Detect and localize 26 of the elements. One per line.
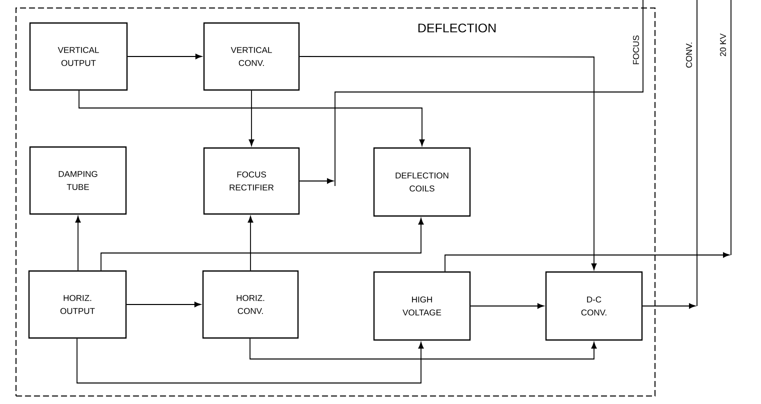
block-box: VERTICAL CONV. <box>203 22 300 91</box>
block-box: DEFLECTION COILS <box>373 147 471 217</box>
block-box: HIGH VOLTAGE <box>373 271 471 341</box>
arrow <box>250 338 597 360</box>
arrow <box>248 216 254 271</box>
arrow <box>642 303 696 309</box>
arrow <box>299 178 334 184</box>
arrow <box>444 252 730 272</box>
signal-label: FOCUS <box>633 36 639 64</box>
arrow <box>299 56 597 270</box>
block-box: HORIZ. OUTPUT <box>28 270 127 339</box>
arrow <box>75 216 81 271</box>
arrow <box>248 90 254 146</box>
arrow <box>127 54 202 60</box>
arrow <box>76 338 424 384</box>
arrow <box>78 90 425 146</box>
block-box: D-C CONV. <box>545 271 643 341</box>
signal-label: 20 KV <box>720 33 726 56</box>
block-box: DAMPING TUBE <box>29 146 127 215</box>
arrow <box>126 302 201 308</box>
block-box: HORIZ. CONV. <box>202 270 299 339</box>
arrow <box>470 303 544 309</box>
block-box: VERTICAL OUTPUT <box>29 22 128 91</box>
block-box: FOCUS RECTIFIER <box>203 147 300 215</box>
arrow <box>100 218 424 271</box>
signal-label: CONV. <box>686 42 692 68</box>
